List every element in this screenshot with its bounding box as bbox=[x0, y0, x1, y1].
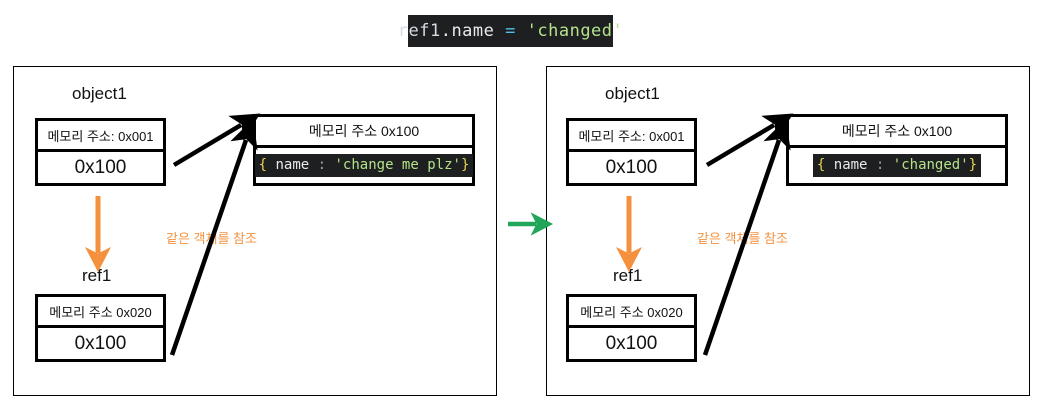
heap-brace-open-before: { bbox=[258, 157, 268, 174]
object1-address-before: 메모리 주소: 0x001 bbox=[38, 121, 163, 152]
title-code-bar: ref1.name = 'changed' bbox=[398, 15, 623, 47]
ref1-box-before: 메모리 주소 0x020 0x100 bbox=[35, 294, 166, 362]
heap-code-cell-before: { name : 'change me plz'} bbox=[254, 148, 474, 183]
code-assign-operator: = bbox=[505, 21, 516, 41]
ref1-box-after: 메모리 주소 0x020 0x100 bbox=[566, 294, 697, 362]
label-object1-after: object1 bbox=[605, 84, 660, 103]
object1-box-before: 메모리 주소: 0x001 0x100 bbox=[35, 118, 166, 186]
code-string-literal: 'changed' bbox=[526, 21, 624, 41]
heap-address-after: 메모리 주소 0x100 bbox=[789, 117, 1005, 149]
heap-key-before: name bbox=[267, 157, 318, 174]
object1-box-after: 메모리 주소: 0x001 0x100 bbox=[566, 118, 697, 186]
code-property-name: name bbox=[451, 21, 495, 41]
object1-value-before: 0x100 bbox=[38, 152, 163, 183]
heap-object-box-before: 메모리 주소 0x100 { name : 'change me plz'} bbox=[253, 114, 475, 186]
label-ref1-before: ref1 bbox=[82, 266, 112, 285]
heap-brace-close-after: } bbox=[968, 157, 978, 174]
heap-object-box-after: 메모리 주소 0x100 { name : 'changed'} bbox=[786, 114, 1008, 186]
object1-address-after: 메모리 주소: 0x001 bbox=[569, 121, 694, 152]
label-object1-before: object1 bbox=[72, 84, 127, 103]
heap-code-chip-before: { name : 'change me plz'} bbox=[254, 154, 474, 177]
code-dot: . bbox=[440, 21, 452, 41]
ref1-address-before: 메모리 주소 0x020 bbox=[38, 297, 163, 328]
heap-code-chip-after: { name : 'changed'} bbox=[812, 154, 982, 177]
heap-value-before: 'change me plz' bbox=[326, 157, 461, 174]
code-identifier-ref1: ref1 bbox=[397, 21, 441, 41]
object1-value-after: 0x100 bbox=[569, 152, 694, 183]
heap-address-before: 메모리 주소 0x100 bbox=[256, 117, 472, 149]
ref1-address-after: 메모리 주소 0x020 bbox=[569, 297, 694, 328]
heap-brace-close-before: } bbox=[460, 157, 470, 174]
heap-key-after: name bbox=[825, 157, 876, 174]
heap-brace-open-after: { bbox=[816, 157, 826, 174]
ref1-value-after: 0x100 bbox=[569, 328, 694, 359]
heap-colon-after: : bbox=[875, 157, 885, 174]
ref1-value-before: 0x100 bbox=[38, 328, 163, 359]
heap-code-cell-after: { name : 'changed'} bbox=[789, 148, 1005, 183]
note-same-object-after: 같은 객체를 참조 bbox=[697, 231, 788, 246]
heap-value-after: 'changed' bbox=[884, 157, 969, 174]
note-same-object-before: 같은 객체를 참조 bbox=[166, 231, 257, 246]
heap-colon-before: : bbox=[317, 157, 327, 174]
label-ref1-after: ref1 bbox=[613, 266, 643, 285]
